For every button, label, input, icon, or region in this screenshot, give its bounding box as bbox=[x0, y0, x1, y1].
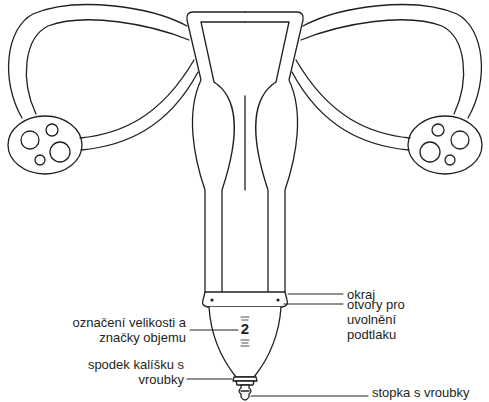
vent-holes-label: otvory pro uvolnění podtlaku bbox=[347, 297, 442, 342]
size-marking-label: označení velikosti a značky objemu bbox=[56, 315, 186, 345]
stem-label: stopka s vroubky bbox=[372, 385, 487, 400]
cup-base-label: spodek kalíšku s vroubky bbox=[64, 357, 184, 387]
left-half bbox=[8, 5, 245, 292]
size-number: 2 bbox=[235, 321, 255, 337]
